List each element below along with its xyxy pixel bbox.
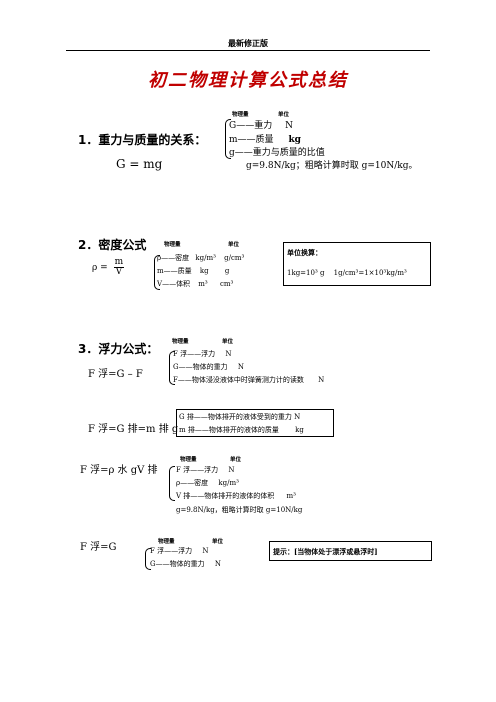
- sec3-f3-col-unit: 单位: [230, 457, 242, 463]
- sec2-row-m: m——质量 kg g: [157, 267, 230, 275]
- sec3-f4-row-1: G——物体的重力 N: [150, 560, 221, 568]
- sec3-f3-col-quantity: 物理量: [180, 457, 197, 463]
- sec2-heading: 2．密度公式: [78, 238, 147, 252]
- sec3-heading: 3．浮力公式：: [78, 342, 159, 356]
- sec3-f4-formula: F 浮=G: [80, 542, 117, 553]
- sec2-col-quantity: 物理量: [164, 242, 181, 248]
- page-header: 最新修正版: [228, 39, 268, 48]
- sec1-col-unit: 单位: [278, 112, 290, 118]
- sec1-brace: [225, 119, 231, 159]
- header-rule: [66, 50, 430, 51]
- sec1-row-m: m——质量 kg: [229, 135, 301, 145]
- sec3-f3-brace: [169, 466, 175, 501]
- sec2-brace: [154, 255, 160, 290]
- sec2-col-unit: 单位: [228, 242, 240, 248]
- sec3-f4-row-0: F 浮——浮力 N: [150, 547, 209, 555]
- sec3-f2-row-0: G 排——物体排开的液体受到的重力 N: [179, 413, 301, 421]
- unit-conversion-box: 单位换算： 1kg=10³ g 1g/cm³=1×10³kg/m³: [283, 242, 431, 286]
- sec1-formula: G = mg: [116, 157, 163, 171]
- sec1-row-g: G——重力 N: [229, 121, 293, 131]
- sec3-f1-row-0: F 浮——浮力 N: [173, 350, 232, 358]
- sec3-f3-row-0: F 浮——浮力 N: [176, 466, 235, 474]
- sec1-note: g=9.8N/kg；粗略计算时取 g=10N/kg。: [246, 161, 418, 171]
- sec3-f3-row-1: ρ——密度 kg/m³: [176, 479, 239, 487]
- sec3-f3-row-2: V 排——物体排开的液体的体积 m³: [176, 492, 296, 500]
- unit-conversion-title: 单位换算：: [287, 248, 322, 257]
- sec3-f4-col-quantity: 物理量: [158, 539, 175, 545]
- sec3-f1-row-2: F——物体浸没液体中时弹簧测力计的读数 N: [173, 376, 325, 384]
- sec2-row-v: V——体积 m³ cm³: [157, 280, 234, 288]
- sec3-f1-formula: F 浮=G – F: [88, 369, 143, 380]
- document-title: 初二物理计算公式总结: [148, 70, 348, 91]
- sec3-col-unit: 单位: [222, 339, 234, 345]
- sec3-f2-formula: F 浮=G 排=m 排 g: [88, 424, 179, 435]
- sec3-f4-brace: [145, 548, 151, 570]
- sec3-f4-col-unit: 单位: [212, 539, 224, 545]
- sec3-f1-row-1: G——物体的重力 N: [173, 363, 244, 371]
- sec2-density-formula: ρ = m V: [92, 257, 125, 277]
- unit-conversion-text: 1kg=10³ g 1g/cm³=1×10³kg/m³: [287, 269, 407, 277]
- floating-hint-box: 提示：[当物体处于漂浮或悬浮时]: [269, 541, 432, 561]
- sec1-heading: 1．重力与质量的关系：: [78, 133, 207, 147]
- sec1-row-gratio: g——重力与质量的比值: [229, 148, 325, 158]
- sec3-col-quantity: 物理量: [172, 339, 189, 345]
- sec3-f3-note: g=9.8N/kg，粗略计算时取 g=10N/kg: [176, 506, 303, 514]
- sec2-fraction: m V: [113, 257, 125, 277]
- sec1-col-quantity: 物理量: [232, 112, 249, 118]
- sec3-f1-brace: [169, 351, 175, 385]
- floating-hint-text: 提示：[当物体处于漂浮或悬浮时]: [273, 547, 378, 556]
- sec3-f2-box: G 排——物体排开的液体受到的重力 N m 排——物体排开的液体的质量 kg: [176, 409, 334, 437]
- sec3-f3-formula: F 浮=ρ 水 gV 排: [80, 465, 158, 476]
- sec3-f2-row-1: m 排——物体排开的液体的质量 kg: [179, 426, 304, 434]
- sec2-row-rho: ρ——密度 kg/m³ g/cm³: [157, 254, 245, 262]
